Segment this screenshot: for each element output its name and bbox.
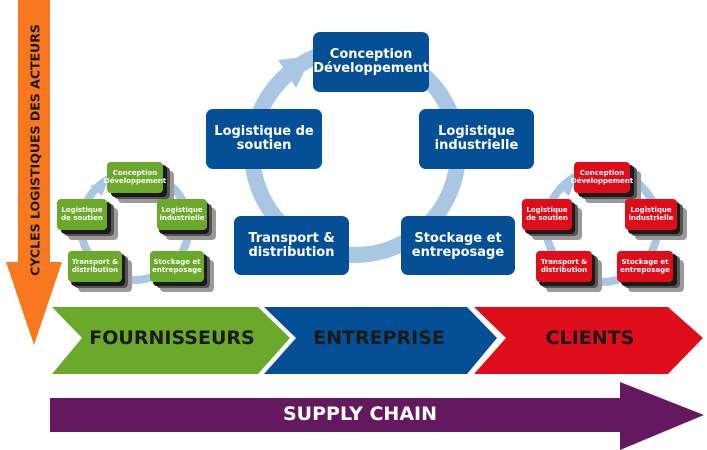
- central-stockage-box: Stockage et entreposage: [401, 216, 515, 275]
- client-cycle-arrowhead: [557, 180, 575, 196]
- chevron-fournisseurs: [52, 307, 290, 374]
- central-conception-box: Conception Développement: [313, 32, 429, 92]
- chevron-clients-label: CLIENTS: [545, 327, 635, 349]
- supplier-industrielle-box: Logistique industrielle: [157, 199, 207, 230]
- client-conception-box: Conception Développement: [571, 162, 633, 193]
- central-industrielle-box: Logistique industrielle: [419, 109, 534, 169]
- supplier-stockage-box: Stockage et entreposage: [150, 251, 204, 282]
- supplier-soutien-box: Logistique de soutien: [57, 199, 107, 230]
- central-cycle-arrowhead: [278, 56, 312, 88]
- client-transport-box: Transport & distribution: [536, 251, 592, 282]
- client-soutien-box: Logistique de soutien: [522, 199, 572, 230]
- vertical-arrow: [6, 0, 62, 345]
- supply-chain-arrow: [50, 382, 704, 450]
- chevron-entreprise-label: ENTREPRISE: [313, 327, 445, 349]
- vertical-arrow-label: CYCLES LOGISTIQUES DES ACTEURS: [27, 24, 43, 276]
- supplier-conception-box: Conception Développement: [104, 162, 166, 193]
- supply-chain-label: SUPPLY CHAIN: [282, 403, 437, 425]
- central-soutien-box: Logistique de soutien: [206, 109, 322, 169]
- chevron-fournisseurs-label: FOURNISSEURS: [89, 327, 255, 349]
- supplier-cycle-arrowhead: [90, 180, 108, 196]
- chevron-clients: [474, 307, 703, 374]
- central-transport-box: Transport & distribution: [234, 216, 349, 275]
- supplier-transport-box: Transport & distribution: [68, 251, 122, 282]
- client-industrielle-box: Logistique industrielle: [625, 199, 677, 230]
- client-stockage-box: Stockage et entreposage: [617, 251, 673, 282]
- chevron-entreprise: [264, 307, 497, 374]
